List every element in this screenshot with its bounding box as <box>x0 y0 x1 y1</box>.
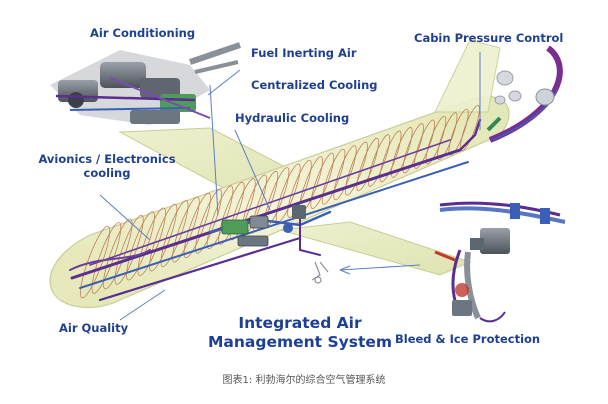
air-conditioning-pack <box>50 42 241 125</box>
aircraft-tail <box>434 39 501 113</box>
fuselage-rib <box>126 211 155 281</box>
diagram-title-line2: Management System <box>207 333 393 351</box>
label-air-quality: Air Quality <box>59 321 129 335</box>
label-bleed-ice-protection: Bleed & Ice Protection <box>395 332 541 346</box>
label-air-conditioning: Air Conditioning <box>90 26 196 40</box>
fuselage-rib <box>460 104 480 152</box>
fuselage-rib <box>437 112 458 160</box>
fuselage-rib <box>402 123 424 174</box>
aircraft-wing-lower <box>279 221 472 276</box>
cabin-pressure-components <box>486 45 563 143</box>
fuselage-rib <box>80 225 110 299</box>
fuselage-rib <box>218 181 245 245</box>
label-avionics-line2: cooling <box>83 166 131 180</box>
fuselage-rib <box>195 189 223 254</box>
fuselage-rib <box>149 203 178 272</box>
fuselage-rib <box>91 222 122 294</box>
fuselage-rib <box>160 200 189 267</box>
label-hydraulic-cooling: Hydraulic Cooling <box>235 111 350 125</box>
fuselage-rib <box>103 218 133 290</box>
label-fuel-inerting-air: Fuel Inerting Air <box>251 46 357 60</box>
diagram-title: Integrated Air Management System <box>200 314 400 352</box>
fuselage-rib <box>414 119 435 169</box>
fuselage-rib <box>137 207 166 276</box>
fuselage-rib <box>206 185 234 250</box>
diagram-title-line1: Integrated Air <box>238 314 362 332</box>
bleed-ice-components <box>434 201 566 323</box>
fuselage-rib <box>172 196 200 263</box>
figure-caption: 图表1: 利勃海尔的综合空气管理系统 <box>222 375 386 386</box>
fuselage-rib <box>183 192 211 259</box>
label-avionics-electronics-cooling: Avionics / Electronics cooling <box>28 152 186 180</box>
center-pack-components <box>221 205 306 247</box>
fuselage-rib <box>448 108 469 156</box>
label-cabin-pressure-control: Cabin Pressure Control <box>414 31 564 45</box>
label-avionics-line1: Avionics / Electronics <box>38 152 176 166</box>
fuselage-rib <box>425 115 447 165</box>
label-centralized-cooling: Centralized Cooling <box>251 78 378 92</box>
leader-lines <box>99 52 481 321</box>
fuselage-ribs <box>80 104 480 299</box>
lower-fragments <box>311 261 329 284</box>
fuselage-rib <box>114 214 144 285</box>
